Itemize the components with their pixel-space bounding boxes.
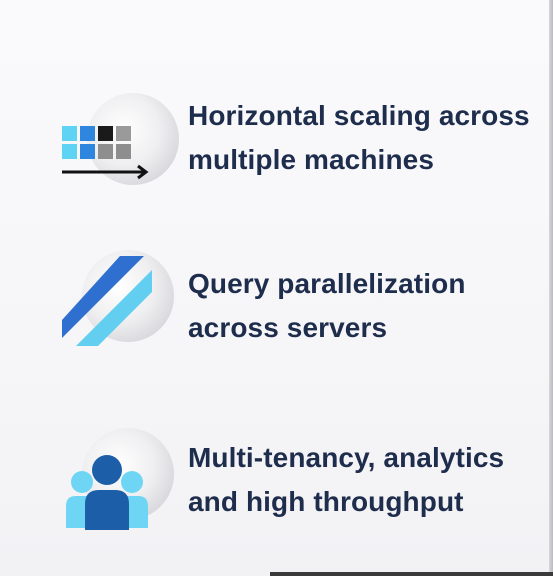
feature-label: Horizontal scaling across multiple machi… (188, 94, 530, 182)
users-group-icon (52, 426, 174, 536)
parallel-stripes-icon-graphic (62, 256, 152, 346)
feature-label-line-2: across servers (188, 312, 388, 343)
users-group-icon-graphic (66, 455, 148, 530)
taskbar-edge (270, 572, 553, 576)
grid-scaling-icon (52, 88, 179, 198)
feature-label-line-2: multiple machines (188, 144, 434, 175)
feature-label-line-1: Horizontal scaling across (188, 100, 530, 131)
feature-label-line-1: Query parallelization (188, 268, 466, 299)
parallel-stripes-icon (52, 248, 174, 358)
window-edge (549, 0, 553, 576)
grid-scaling-icon-graphic (62, 126, 149, 180)
feature-query-parallelization: Query parallelization across servers (0, 248, 553, 378)
feature-multi-tenancy: Multi-tenancy, analytics and high throug… (0, 426, 553, 556)
feature-label: Multi-tenancy, analytics and high throug… (188, 436, 504, 524)
feature-label-line-1: Multi-tenancy, analytics (188, 442, 505, 473)
feature-label-line-2: and high throughput (188, 486, 464, 517)
feature-label: Query parallelization across servers (188, 262, 466, 350)
feature-horizontal-scaling: Horizontal scaling across multiple machi… (0, 88, 553, 218)
